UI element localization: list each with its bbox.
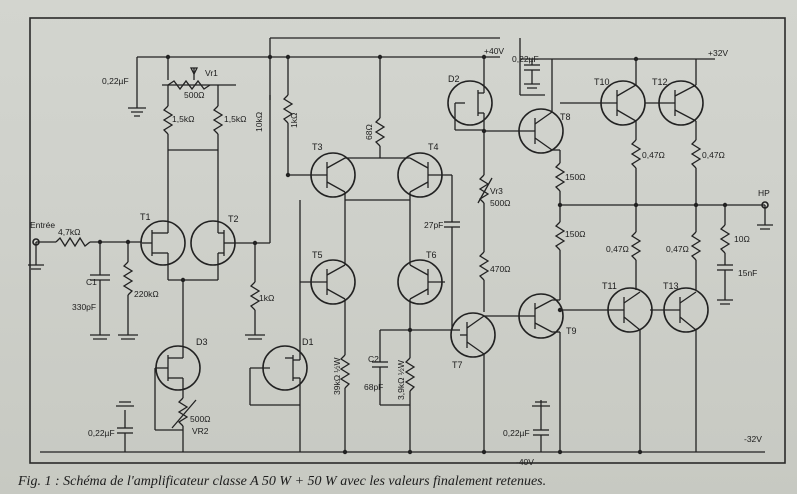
jfet-d2 [447,57,493,175]
cap-bottom-mid [532,400,550,452]
label-r-220k: 220kΩ [134,289,159,299]
input-stage [28,236,142,340]
jfet-d3 [154,345,201,452]
jfet-t2 [190,220,270,266]
jfet-d1 [249,200,308,452]
label-d3: D3 [196,337,208,347]
label-c2-val: 68pF [364,382,383,392]
label-r-10: 10Ω [734,234,750,244]
schematic-frame [29,17,786,464]
res-10k-1k [245,57,294,340]
label-r-047b: 0,47Ω [702,150,725,160]
label-t3: T3 [312,142,323,152]
label-t12: T12 [652,77,668,87]
junctions [97,54,728,455]
label-d1: D1 [302,337,314,347]
label-t5: T5 [312,250,323,260]
bjt-t10 [560,59,646,140]
label-d2: D2 [448,74,460,84]
rail-plus40 [137,37,500,243]
label-c-15n: 15nF [738,268,757,278]
label-plus40: +40V [484,46,504,56]
bjt-t9 [484,293,564,452]
bjt-t5 [300,200,356,350]
label-r-470: 470Ω [490,264,511,274]
label-r-1k-mid: 1kΩ [259,293,274,303]
label-r-39k-b: 3,9kΩ ½W [396,360,406,400]
figure-caption: Fig. 1 : Schéma de l'amplificateur class… [18,474,547,489]
label-r-10k: 10kΩ [254,112,264,132]
label-c2: C2 [368,354,379,364]
label-t9: T9 [566,326,577,336]
label-r-1k-top: 1kΩ [289,113,299,128]
label-r-500-vr2: 500Ω [190,414,211,424]
label-r-39k-a: 39kΩ ½W [332,357,342,395]
vr1-network [162,57,236,222]
label-hp: HP [758,188,770,198]
bjt-t6 [397,200,445,330]
gnd-net [128,57,146,117]
label-vr3: Vr3 [490,186,503,196]
tail-net [167,265,219,345]
cap-bottom-left [116,401,134,452]
bjt-t11 [560,287,653,452]
bjt-t7 [450,312,496,452]
label-t7: T7 [452,360,463,370]
label-t1: T1 [140,212,151,222]
label-r-047d: 0,47Ω [666,244,689,254]
bjt-t12 [645,59,704,140]
label-minus32: -32V [744,434,762,444]
label-t4: T4 [428,142,439,152]
cap-top-mid [519,38,545,96]
label-entree: Entrée [30,220,55,230]
label-vr3-val: 500Ω [490,198,511,208]
label-c-27p: 27pF [424,220,443,230]
label-r-15a: 1,5kΩ [172,114,194,124]
bjt-t13 [650,287,709,452]
res-047-top [630,139,702,205]
label-r-150b: 150Ω [565,229,586,239]
label-t6: T6 [426,250,437,260]
label-c-bot-mid: 0,22µF [503,428,530,438]
label-t11: T11 [602,281,617,291]
label-r-047c: 0,47Ω [606,244,629,254]
label-vr2: VR2 [192,426,209,436]
label-c1: C1 [86,277,97,287]
label-t13: T13 [663,281,679,291]
jfet-t1 [140,220,186,266]
bjt-t4 [344,57,445,201]
output-node [560,201,773,305]
label-c-top-mid: 0,22µF [512,54,539,64]
label-r-15b: 1,5kΩ [224,114,246,124]
label-t10: T10 [594,77,610,87]
label-r-047a: 0,47Ω [642,150,665,160]
label-minus40: -40V [516,457,534,467]
label-c-bot-left: 0,22µF [88,428,115,438]
bjt-t3 [288,152,356,198]
label-t2: T2 [228,214,239,224]
label-t8: T8 [560,112,571,122]
label-vr1: Vr1 [205,68,218,78]
bjt-t8 [484,59,564,163]
label-r-150a: 150Ω [565,172,586,182]
res-150-pair [554,162,566,300]
label-r-68: 68Ω [364,124,374,140]
res-39k [339,350,351,452]
label-c1-val: 330pF [72,302,96,312]
label-c-in-top: 0,22µF [102,76,129,86]
label-r-47k: 4,7kΩ [58,227,80,237]
res-3k9-c2 [372,329,460,452]
label-vr1-val: 500Ω [184,90,205,100]
label-plus32: +32V [708,48,728,58]
vr3-470 [477,174,493,312]
cap-27pf [444,174,460,330]
